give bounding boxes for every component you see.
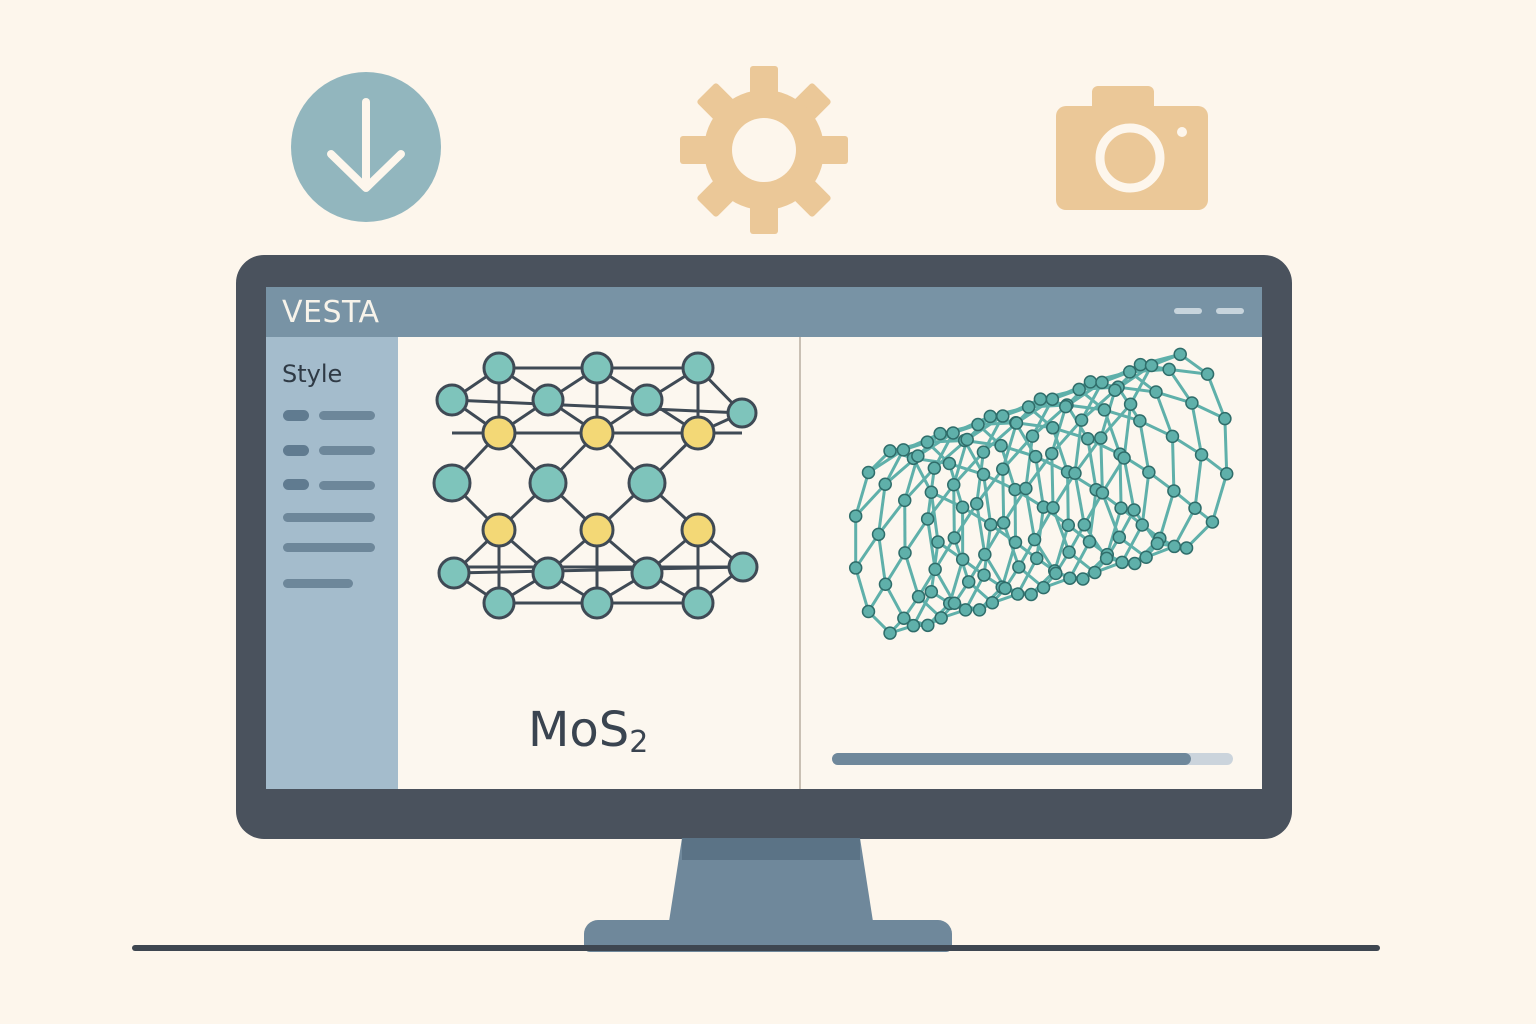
app-title: VESTA — [282, 295, 380, 330]
structure-view-mos2[interactable]: MoS2 — [398, 337, 800, 789]
maximize-button[interactable] — [1216, 308, 1244, 314]
style-option-toggle[interactable] — [283, 410, 309, 421]
style-option-label — [319, 411, 375, 420]
structure-formula: MoS2 — [528, 702, 648, 760]
camera-icon[interactable] — [1056, 86, 1208, 210]
style-option-toggle[interactable] — [283, 479, 309, 490]
sidebar-title: Style — [282, 360, 343, 388]
structure-view-nanotube[interactable] — [801, 337, 1262, 789]
title-bar: VESTA — [266, 287, 1262, 337]
download-icon[interactable] — [291, 72, 441, 222]
progress-fill — [832, 753, 1191, 765]
progress-bar — [832, 753, 1233, 765]
app-window: VESTA Style — [266, 287, 1262, 789]
panel-divider[interactable] — [799, 337, 801, 789]
sidebar-item[interactable] — [283, 579, 353, 588]
formula-subscript: 2 — [629, 725, 649, 760]
style-option-label — [319, 481, 375, 490]
formula-base: MoS — [528, 702, 630, 758]
gear-icon[interactable] — [680, 66, 848, 234]
minimize-button[interactable] — [1174, 308, 1202, 314]
sidebar-item[interactable] — [283, 513, 375, 522]
sidebar: Style — [266, 337, 398, 789]
mos2-structure[interactable] — [398, 337, 800, 789]
monitor-stand — [668, 838, 874, 928]
style-option-toggle[interactable] — [283, 445, 309, 456]
nanotube-structure[interactable] — [801, 337, 1262, 789]
desk-surface — [132, 945, 1380, 951]
style-option-label — [319, 446, 375, 455]
sidebar-item[interactable] — [283, 543, 375, 552]
